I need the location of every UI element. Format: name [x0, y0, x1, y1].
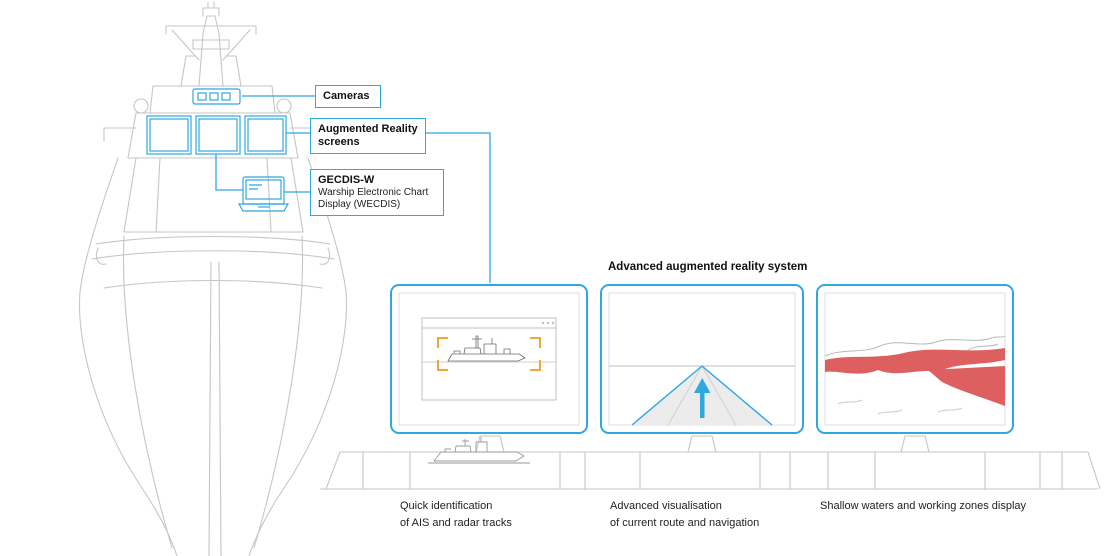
caption-route-line2: of current route and navigation — [610, 516, 760, 529]
wecdis-laptop — [237, 176, 290, 212]
shallow-waters-screen-content — [824, 292, 1006, 426]
water-ripples — [837, 399, 963, 415]
caption-shallow: Shallow waters and working zones display — [820, 498, 1026, 515]
callout-gecdis: GECDIS-W Warship Electronic Chart Displa… — [310, 169, 444, 216]
warship-line-drawing — [78, 1, 348, 556]
caption-shallow-line1: Shallow waters and working zones display — [820, 500, 1027, 512]
monitor-shallow-waters — [816, 284, 1014, 434]
ar-screens-on-ship — [146, 115, 287, 155]
desk-ship-model — [428, 437, 530, 464]
callout-gecdis-title: GECDIS-W — [318, 174, 375, 186]
route-arrow-icon — [694, 378, 711, 418]
callout-cameras-label: Cameras — [323, 90, 370, 102]
console-desk — [320, 435, 1101, 490]
caption-route-line1: Advanced visualisation — [610, 500, 722, 512]
window-controls-icon — [541, 321, 555, 325]
caption-ais-radar-line2: of AIS and radar tracks — [400, 516, 512, 529]
callout-ar-label-line1: Augmented Reality — [318, 123, 418, 135]
caption-ais-radar-line1: Quick identification — [400, 500, 493, 512]
ar-target-brackets-icon — [437, 337, 541, 371]
callout-gecdis-desc-line1: Warship Electronic Chart — [318, 186, 429, 198]
callout-connector-lines — [215, 95, 491, 283]
caption-ais-radar: Quick identification of AIS and radar tr… — [400, 498, 512, 531]
route-screen-content — [608, 292, 796, 426]
shallow-water-zones — [825, 348, 1005, 406]
camera-module — [192, 88, 241, 105]
callout-ar-label-line2: screens — [318, 135, 360, 148]
caption-route: Advanced visualisation of current route … — [610, 498, 759, 531]
monitor-ais-radar — [390, 284, 588, 434]
ais-radar-screen-content — [398, 292, 580, 426]
system-title: Advanced augmented reality system — [608, 261, 808, 273]
callout-gecdis-desc-line2: Display (WECDIS) — [318, 198, 401, 210]
detected-ship-drawing — [447, 335, 526, 362]
callout-cameras: Cameras — [315, 85, 381, 108]
callout-ar-screens: Augmented Reality screens — [310, 118, 426, 154]
monitor-route-navigation — [600, 284, 804, 434]
